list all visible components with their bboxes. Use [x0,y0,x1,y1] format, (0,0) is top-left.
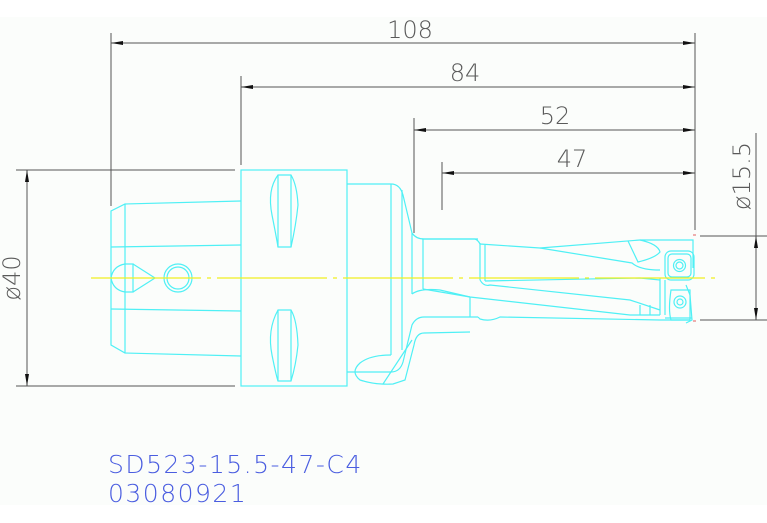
body-top-edge [422,238,694,268]
peripheral-insert-screw [673,295,687,309]
dimension-labels: 108 84 52 47 ø40 ø15.5 [0,16,756,301]
peripheral-insert [668,289,691,321]
dim-label-47: 47 [557,145,588,173]
part-number: SD523-15.5-47-C4 [108,450,363,479]
tip-markers [693,234,696,322]
drive-slot-top [269,174,299,248]
drawing-number: 03080921 [108,479,248,508]
drill-body [422,238,694,321]
dim-label-108: 108 [387,16,433,44]
dim-label-d40: ø40 [0,255,26,300]
dim-label-d15: ø15.5 [728,142,756,210]
drive-slot-bottom [269,309,299,382]
collar [347,183,478,385]
dim-label-84: 84 [450,59,481,87]
inserts [664,250,695,324]
drawing-sheet [0,17,767,505]
dimension-lines [16,33,767,387]
body-bottom-edge [477,316,690,321]
shank-notch [110,263,134,293]
dim-label-52: 52 [540,102,571,130]
flute-1 [479,279,661,311]
center-insert-screw [672,258,687,273]
center-insert [664,250,695,281]
